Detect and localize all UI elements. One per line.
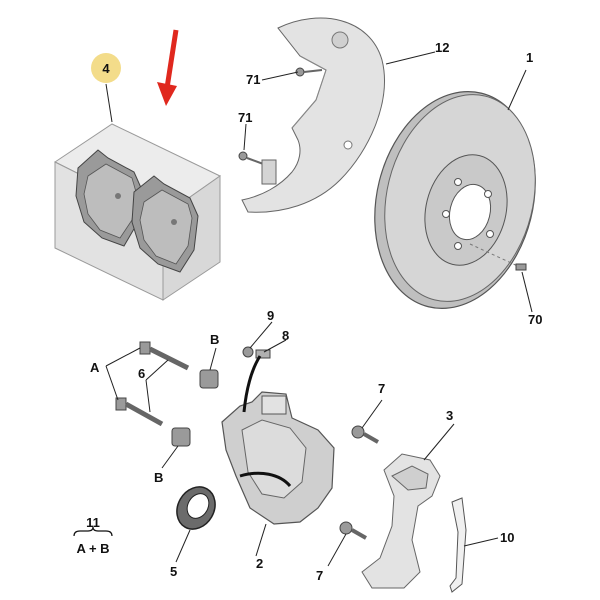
- screw-71-lower: [238, 151, 277, 185]
- callout-B-lower: B: [154, 470, 163, 485]
- callout-2: 2: [256, 556, 263, 571]
- brake-pad-2: [131, 175, 199, 273]
- guide-pin-lower: [115, 397, 164, 427]
- down-arrow-icon: [157, 29, 179, 106]
- callout-5: 5: [170, 564, 177, 579]
- bolt-7-lower: [339, 521, 367, 540]
- callout-71-lower: 71: [238, 110, 252, 125]
- callout-12: 12: [435, 40, 449, 55]
- screw-70: [469, 243, 527, 271]
- callout-10: 10: [500, 530, 514, 545]
- callout-70: 70: [528, 312, 542, 327]
- callout-71-upper: 71: [246, 72, 260, 87]
- anti-rattle-spring: [449, 497, 467, 593]
- callout-6: 6: [138, 366, 145, 381]
- caliper-carrier: [361, 453, 441, 589]
- callout-11-formula: A + B: [76, 541, 109, 556]
- screw-71-upper: [295, 67, 323, 77]
- bleed-cap-9: [242, 346, 254, 358]
- brake-disc: [374, 91, 536, 309]
- boot-upper: [199, 369, 219, 389]
- callout-7-upper: 7: [378, 381, 385, 396]
- callout-8: 8: [282, 328, 289, 343]
- callout-A: A: [90, 360, 100, 375]
- brake-caliper: [221, 355, 335, 525]
- leader-lines: [105, 51, 533, 567]
- callout-11: 11: [86, 515, 100, 530]
- brake-pad-1: [75, 149, 143, 247]
- seal-ring: [176, 486, 216, 530]
- callout-B-upper: B: [210, 332, 219, 347]
- svg-text:4: 4: [102, 61, 110, 76]
- brake-pad-kit-box: [54, 123, 221, 301]
- bleed-screw-8: [255, 349, 271, 359]
- callout-9: 9: [267, 308, 274, 323]
- callout-11-group: 11 A + B: [73, 515, 113, 556]
- bolt-7-upper: [351, 425, 379, 444]
- callout-4: 4: [91, 53, 121, 123]
- dust-shield: [241, 17, 385, 213]
- callout-7-lower: 7: [316, 568, 323, 583]
- callout-3: 3: [446, 408, 453, 423]
- callout-1: 1: [526, 50, 533, 65]
- boot-lower: [171, 427, 191, 447]
